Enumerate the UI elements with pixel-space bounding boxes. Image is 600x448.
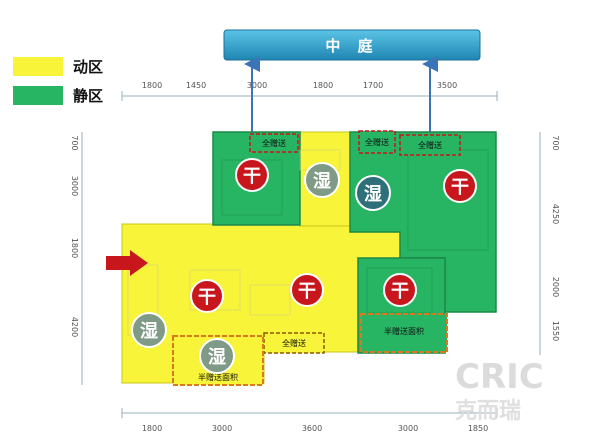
svg-text:干: 干 (198, 287, 216, 308)
dry-marker-5: 干 (383, 273, 417, 307)
svg-text:湿: 湿 (364, 184, 382, 205)
dry-marker-1: 干 (235, 158, 269, 192)
half-gift-tag-2: 半赠送面积 (360, 313, 448, 353)
svg-text:全赠送: 全赠送 (282, 338, 306, 348)
right-dimensions: 700 4250 2000 1550 (539, 132, 560, 355)
dim-top-3: 3000 (247, 81, 267, 90)
dim-left-2: 3000 (70, 176, 79, 196)
dim-right-2: 4250 (551, 204, 560, 224)
legend-swatch-static (13, 86, 63, 105)
svg-text:克而瑞: 克而瑞 (455, 398, 521, 424)
dim-left-1: 700 (70, 135, 79, 150)
full-gift-tag-1: 全赠送 (249, 133, 299, 153)
wet-marker-3: 湿 (131, 312, 167, 348)
svg-text:干: 干 (391, 281, 409, 302)
dim-right-3: 2000 (551, 277, 560, 297)
svg-text:半赠送面积: 半赠送面积 (198, 372, 238, 382)
dim-bottom-5: 1850 (468, 424, 488, 433)
full-gift-tag-3: 全赠送 (399, 134, 461, 156)
svg-text:全赠送: 全赠送 (365, 137, 389, 147)
dim-top-2: 1450 (186, 81, 206, 90)
svg-text:干: 干 (243, 166, 261, 187)
watermark: CRIC 克而瑞 (455, 357, 544, 424)
wet-marker-4: 湿 (199, 338, 235, 374)
full-gift-tag-4: 全赠送 (263, 332, 325, 354)
dim-bottom-3: 3600 (302, 424, 322, 433)
svg-text:全赠送: 全赠送 (262, 138, 286, 148)
dry-marker-3: 干 (190, 279, 224, 313)
svg-text:干: 干 (451, 177, 469, 198)
svg-text:CRIC: CRIC (455, 357, 544, 397)
courtyard-banner: 中 庭 (223, 29, 481, 61)
svg-text:全赠送: 全赠送 (418, 140, 442, 150)
courtyard-label: 中 庭 (325, 37, 378, 55)
dim-left-4: 4200 (70, 317, 79, 337)
legend-swatch-dynamic (13, 57, 63, 76)
dim-top-1: 1800 (142, 81, 162, 90)
top-dimensions: 1800 1450 3000 1800 1700 3500 (121, 81, 498, 101)
dim-right-4: 1550 (551, 321, 560, 341)
entry-arrow-icon (106, 250, 148, 276)
dim-left-3: 1800 (70, 238, 79, 258)
svg-text:湿: 湿 (140, 321, 158, 342)
dim-top-6: 3500 (437, 81, 457, 90)
legend-label-static: 静区 (73, 87, 103, 105)
dim-bottom-2: 3000 (212, 424, 232, 433)
left-dimensions: 700 3000 1800 4200 (70, 132, 83, 385)
wet-marker-1: 湿 (304, 162, 340, 198)
svg-text:干: 干 (298, 281, 316, 302)
legend-label-dynamic: 动区 (73, 58, 103, 76)
svg-text:湿: 湿 (208, 347, 226, 368)
svg-text:湿: 湿 (313, 171, 331, 192)
dry-marker-2: 干 (443, 169, 477, 203)
svg-text:半赠送面积: 半赠送面积 (384, 326, 424, 336)
legend: 动区 静区 (13, 57, 103, 105)
dim-top-5: 1700 (363, 81, 383, 90)
dry-marker-4: 干 (290, 273, 324, 307)
dim-right-1: 700 (551, 135, 560, 150)
wet-marker-2: 湿 (355, 175, 391, 211)
dim-bottom-1: 1800 (142, 424, 162, 433)
dim-bottom-4: 3000 (398, 424, 418, 433)
full-gift-tag-2: 全赠送 (358, 130, 396, 154)
dim-top-4: 1800 (313, 81, 333, 90)
bottom-dimensions: 1800 3000 3600 3000 1850 (121, 408, 498, 433)
